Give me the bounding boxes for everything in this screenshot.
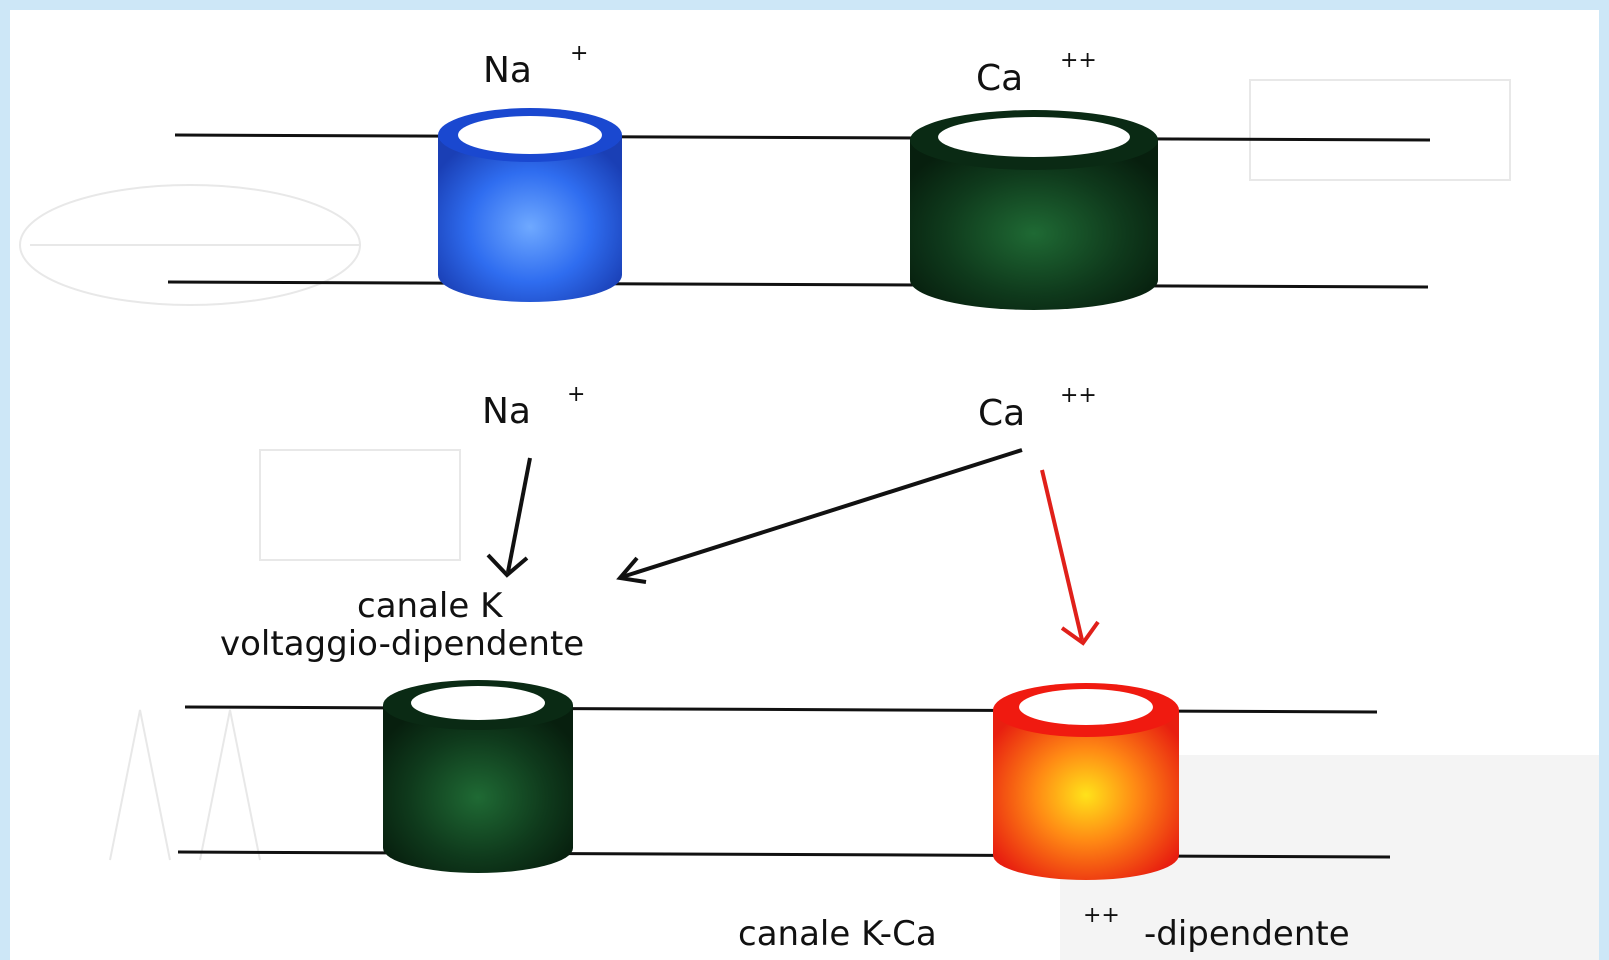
k-channel-caption: canale K voltaggio-dipendente: [220, 586, 584, 664]
middle-na-label: Na +: [482, 382, 585, 432]
kca-channel: [993, 683, 1179, 880]
na-symbol-2: Na: [482, 391, 531, 432]
arrow-ca-to-k-head: [616, 556, 647, 584]
na-channel: [438, 108, 622, 302]
arrow-na-to-k: [506, 457, 532, 573]
ion-channel-diagram: Na + Ca ++ Na + Ca ++ canale K voltaggio…: [19, 41, 1599, 960]
ca-symbol: Ca: [976, 58, 1023, 99]
arrow-ca-to-kca-head: [1060, 620, 1100, 646]
background-watermark: [19, 79, 1599, 960]
k-channel-line1: canale K: [357, 586, 504, 626]
kca-prefix: canale K-Ca: [738, 914, 937, 954]
k-voltage-channel: [383, 680, 573, 873]
top-na-label: Na +: [483, 41, 588, 91]
arrow-na-to-k-head: [486, 553, 529, 578]
middle-ca-label: Ca ++: [978, 383, 1097, 434]
kca-charge: ++: [1083, 903, 1120, 928]
ca-channel: [910, 110, 1158, 310]
kca-channel-caption: canale K-Ca ++ -dipendente: [738, 903, 1350, 954]
ca-symbol-2: Ca: [978, 393, 1025, 434]
kca-suffix: -dipendente: [1144, 914, 1350, 954]
arrow-ca-to-kca: [1040, 469, 1084, 641]
arrows: [486, 448, 1100, 646]
arrow-ca-to-k: [621, 448, 1023, 579]
na-symbol: Na: [483, 50, 532, 91]
top-membrane: [167, 133, 1431, 289]
ca-charge-2: ++: [1060, 383, 1097, 408]
ca-charge: ++: [1060, 48, 1097, 73]
diagram-frame: Na + Ca ++ Na + Ca ++ canale K voltaggio…: [10, 10, 1599, 960]
k-channel-line2: voltaggio-dipendente: [220, 624, 584, 664]
na-charge-2: +: [567, 382, 585, 407]
top-ca-label: Ca ++: [976, 48, 1097, 99]
na-charge: +: [570, 41, 588, 66]
